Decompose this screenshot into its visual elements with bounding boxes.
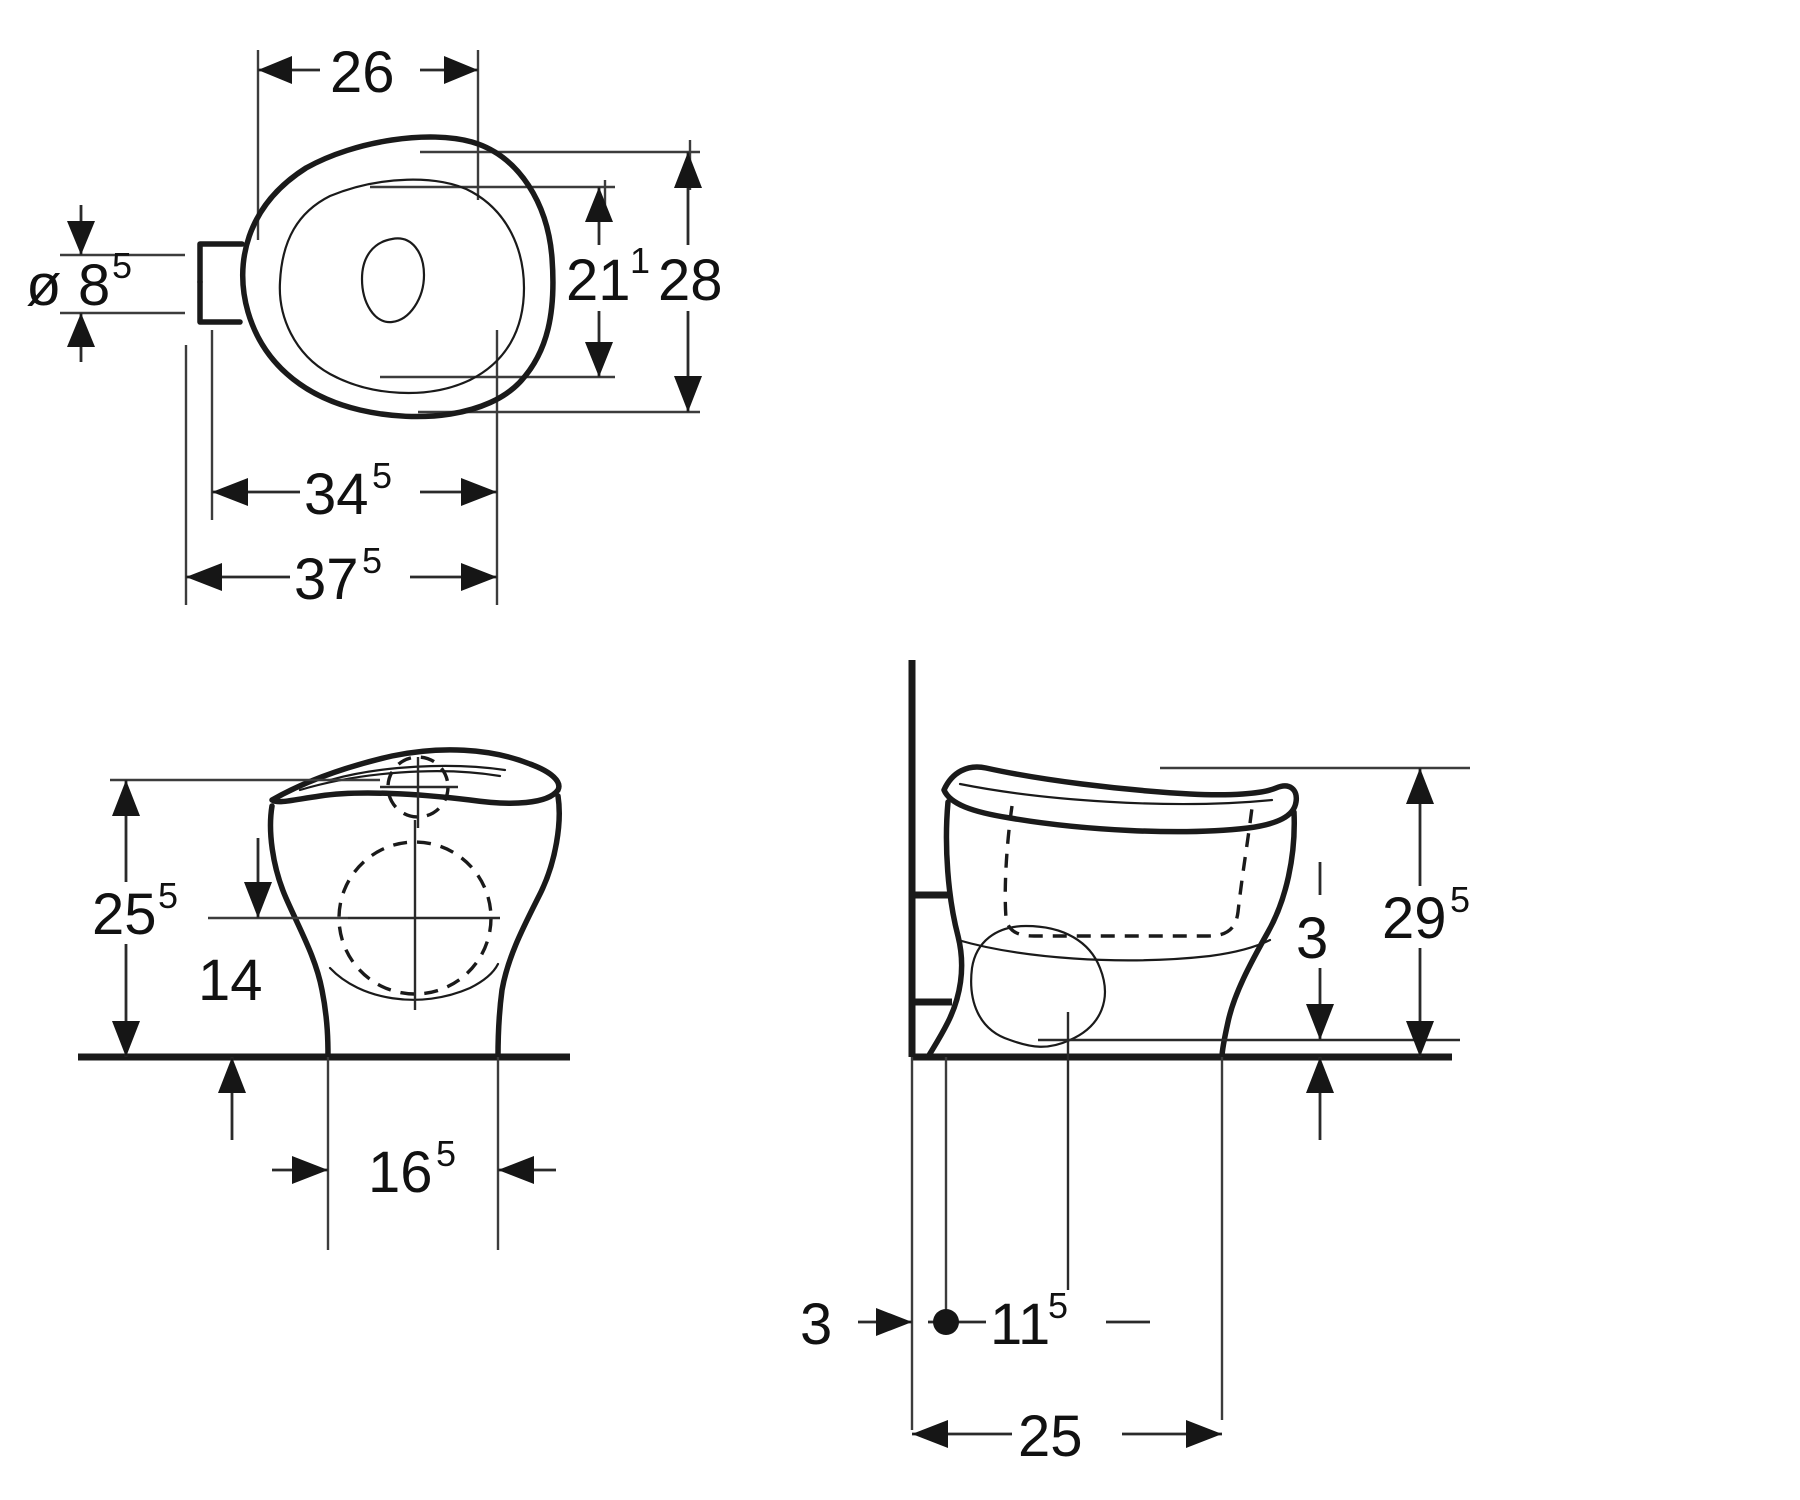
dim-3l-arrow: [876, 1308, 912, 1336]
toilet-rim-side-profile: [941, 764, 1300, 835]
toilet-seat-underline-2: [328, 764, 507, 782]
toilet-seat-front-profile: [269, 747, 562, 806]
dim-25-value: 25: [1018, 1404, 1083, 1469]
dim-26-arrow-left: [258, 56, 292, 84]
dimension-16-5: 16 5: [272, 1133, 556, 1205]
dim-345-arrow-left: [212, 478, 248, 506]
toilet-bowl-left-edge: [267, 803, 331, 1060]
dim-dia-sup: 5: [112, 245, 132, 286]
dim-25-arrow-left: [912, 1420, 948, 1448]
dim-211-sup: 1: [630, 240, 650, 281]
dimension-21-1: 21 1: [560, 187, 650, 377]
toilet-rear-lug-top: [197, 241, 245, 285]
dim-dia-symbol: ø: [26, 253, 61, 318]
dim-345-text-bg: [300, 462, 420, 524]
toilet-body-wall-side: [925, 799, 965, 1060]
dim-dia-arrow-top: [67, 221, 95, 255]
dim-115-text-bg: [986, 1292, 1106, 1354]
dim-255-value: 25: [92, 882, 157, 947]
dim-28-text-bg: [655, 245, 735, 311]
dim-165-value: 16: [368, 1140, 433, 1205]
dim-3r-arrow-down: [1306, 1004, 1334, 1040]
dim-211-text-bg: [560, 245, 650, 311]
dim-295-arrow-top: [1406, 768, 1434, 804]
dim-295-value: 29: [1382, 886, 1447, 951]
toilet-waist-line: [956, 938, 1272, 962]
dim-14-arrow-top: [244, 882, 272, 918]
toilet-rim-inner-line: [958, 782, 1274, 806]
dim-26-value: 26: [330, 40, 395, 105]
toilet-bowl-right-edge: [495, 793, 562, 1060]
dim-375-arrow-right: [461, 563, 497, 591]
toilet-top-outer-rim: [240, 134, 556, 420]
dim-25-text-bg: [1012, 1404, 1122, 1466]
dim-211-arrow-top: [585, 187, 613, 222]
dimension-14: 14: [198, 838, 272, 1140]
dim-345-sup: 5: [372, 455, 392, 496]
dimension-29-5: 29 5: [1378, 768, 1504, 1057]
dim-255-arrow-top: [112, 780, 140, 816]
dim-dia-value: 8: [78, 253, 110, 318]
front-view-group: 25 5 14 16 5: [78, 747, 570, 1250]
dim-255-arrow-bottom: [112, 1021, 140, 1057]
dim-14-value: 14: [198, 948, 263, 1013]
dim-3r-value: 3: [1296, 906, 1328, 971]
dim-115-value: 11: [990, 1292, 1050, 1357]
dimension-28: 28: [655, 152, 735, 412]
dim-28-arrow-bottom: [674, 376, 702, 412]
dim-26-text-bg: [320, 42, 420, 100]
dimension-3-left: 3: [800, 1292, 912, 1357]
dimension-dia-85: ø 8 5: [26, 205, 132, 362]
dimension-11-5: 11 5: [928, 1285, 1150, 1357]
dim-255-sup: 5: [158, 875, 178, 916]
dim-295-arrow-bottom: [1406, 1021, 1434, 1057]
dim-211-value: 21: [566, 248, 631, 313]
dimension-26: 26: [258, 40, 478, 105]
dimension-37-5: 37 5: [186, 540, 497, 612]
side-view-extension-lines: [910, 766, 1470, 1430]
dim-14-arrow-bottom: [218, 1057, 246, 1093]
dim-165-arrow-left: [292, 1156, 328, 1184]
dim-165-sup: 5: [436, 1133, 456, 1174]
toilet-outlet-opening: [360, 237, 426, 324]
dim-375-arrow-left: [186, 563, 222, 591]
dim-dia-arrow-bottom: [67, 313, 95, 347]
dim-3r-arrow-up: [1306, 1057, 1334, 1093]
dim-375-sup: 5: [362, 540, 382, 581]
dim-295-text-bg: [1378, 886, 1504, 948]
dimension-3-right: 3: [1296, 862, 1334, 1140]
dim-295-sup: 5: [1450, 879, 1470, 920]
toilet-bowl-lower-curve: [328, 962, 500, 1001]
dim-25-arrow-right: [1186, 1420, 1222, 1448]
toilet-seat-underline: [298, 770, 502, 792]
dim-255-text-bg: [88, 882, 208, 944]
dim-3l-value: 3: [800, 1292, 832, 1357]
dim-28-arrow-top: [674, 152, 702, 188]
dim-28-value: 28: [658, 248, 723, 313]
dim-26-arrow-right: [444, 56, 478, 84]
dim-115-origin-dot: [933, 1309, 959, 1335]
dimension-25-5: 25 5: [88, 780, 208, 1057]
toilet-bowl-hidden-interior: [1003, 805, 1254, 938]
side-view-group: 29 5 3 3 11 5: [800, 660, 1504, 1469]
dim-211-arrow-bottom: [585, 342, 613, 377]
toilet-rear-lug-bottom: [197, 279, 243, 325]
dimension-25: 25: [912, 1404, 1222, 1469]
dim-375-text-bg: [290, 547, 410, 609]
dim-375-value: 37: [294, 547, 359, 612]
dim-345-value: 34: [304, 462, 369, 527]
toilet-top-inner-rim: [278, 178, 526, 395]
top-view-group: 26 ø 8 5 21 1 28: [26, 40, 735, 612]
dim-165-arrow-right: [498, 1156, 534, 1184]
dim-345-arrow-right: [461, 478, 497, 506]
dim-115-sup: 5: [1048, 1285, 1068, 1326]
dimension-34-5: 34 5: [212, 455, 497, 527]
